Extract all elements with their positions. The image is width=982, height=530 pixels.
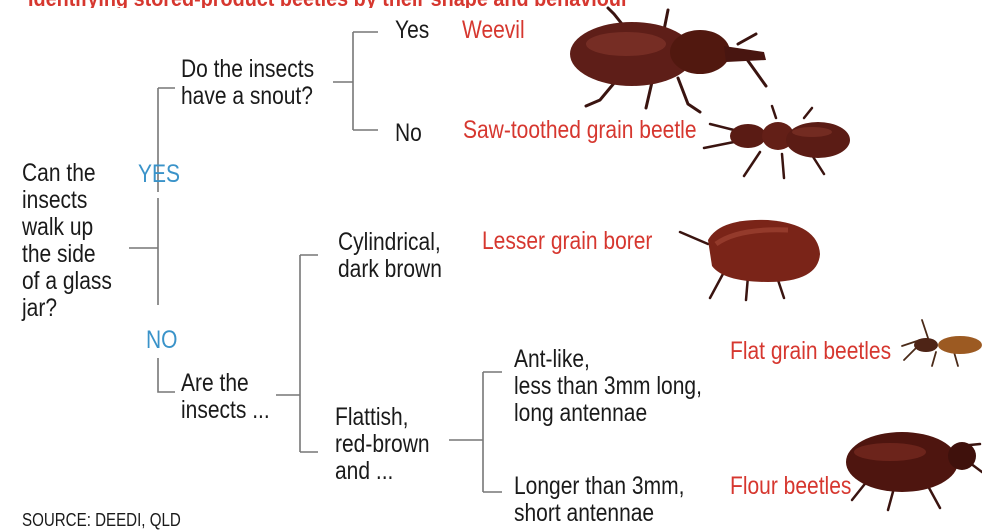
shape-bracket — [276, 255, 318, 452]
root-question: Can the insects walk up the side of a gl… — [22, 160, 112, 322]
pest-flour-beetles: Flour beetles — [730, 472, 851, 500]
pest-weevil: Weevil — [462, 16, 525, 44]
option-longer: Longer than 3mm, short antennae — [514, 473, 684, 527]
lesser-grain-borer-image — [668, 210, 828, 302]
snout-question: Do the insects have a snout? — [181, 56, 314, 110]
branch-yes-label: YES — [138, 160, 180, 188]
option-cylindrical: Cylindrical, dark brown — [338, 229, 442, 283]
yes-to-snout-question — [158, 88, 175, 142]
are-insects-question: Are the insects ... — [181, 370, 270, 424]
pest-saw-toothed: Saw-toothed grain beetle — [463, 116, 696, 144]
snout-bracket — [333, 32, 378, 130]
option-flattish: Flattish, red-brown and ... — [335, 404, 430, 485]
flat-grain-beetle-image — [898, 318, 982, 374]
branch-no-label: NO — [146, 326, 178, 354]
pest-lesser-grain-borer: Lesser grain borer — [482, 227, 652, 255]
snout-yes-label: Yes — [395, 16, 429, 44]
flour-beetle-image — [838, 416, 982, 512]
no-to-are-insects — [158, 358, 175, 392]
size-bracket — [449, 372, 502, 492]
pest-flat-grain-beetles: Flat grain beetles — [730, 337, 891, 365]
weevil-image — [560, 4, 780, 116]
option-ant-like: Ant-like, less than 3mm long, long anten… — [514, 346, 702, 427]
source-credit: SOURCE: DEEDI, QLD — [22, 510, 181, 530]
snout-no-label: No — [395, 119, 422, 147]
saw-toothed-beetle-image — [700, 104, 860, 184]
